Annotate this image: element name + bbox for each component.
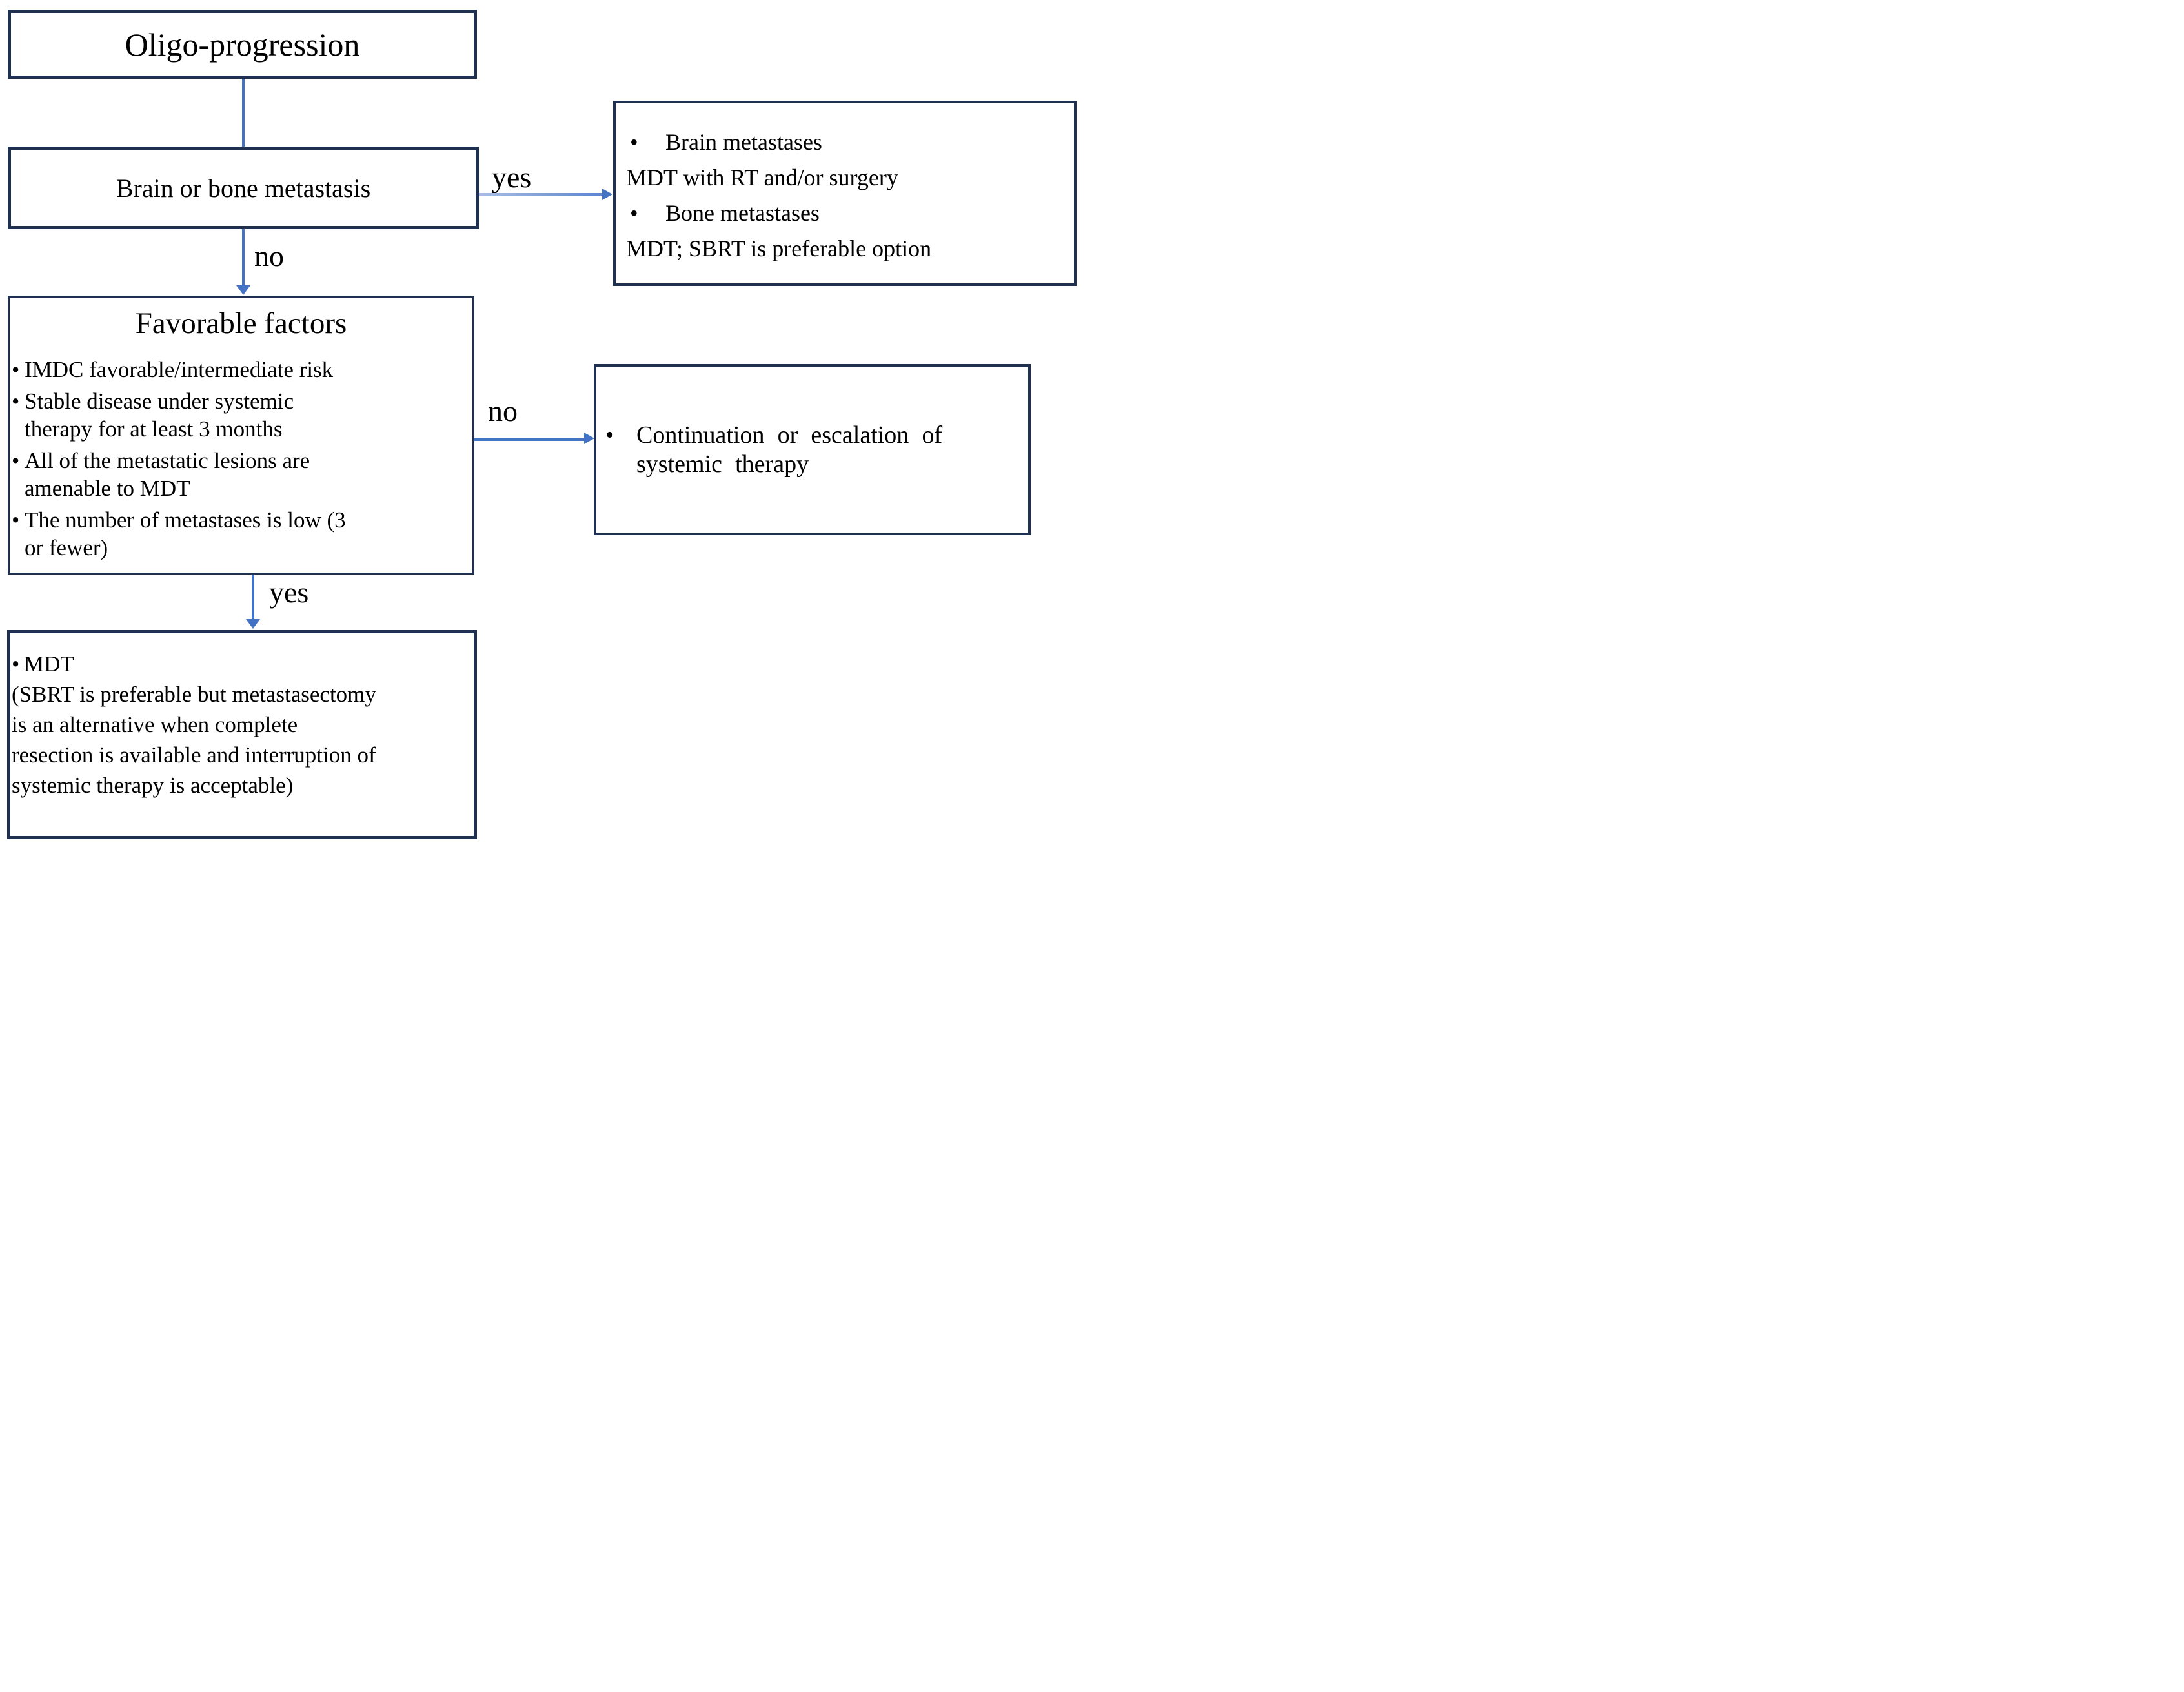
list-item: • MDT — [12, 649, 467, 679]
list-item: • IMDC favorable/intermediate risk — [12, 356, 472, 383]
list-item: • Brain metastases — [616, 125, 1074, 160]
bullet-icon: • — [12, 507, 20, 533]
oligo-progression-box: Oligo-progression — [8, 10, 477, 79]
bullet-icon: • — [12, 448, 20, 473]
bone-mdt-detail: MDT; SBRT is preferable option — [626, 235, 932, 261]
brain-bone-decision-box: Brain or bone metastasis — [8, 147, 479, 229]
systemic-therapy-outcome-box: • Continuation or escalation of systemic… — [594, 364, 1031, 535]
bullet-icon: • — [12, 357, 20, 382]
arrow-line-yes-metastasis — [479, 193, 602, 196]
metastases-mdt-outcome-box: • Brain metastases MDT with RT and/or su… — [613, 101, 1077, 286]
flowchart-canvas: Oligo-progression Brain or bone metastas… — [0, 0, 1092, 846]
no-branch-label-favorable: no — [488, 394, 518, 427]
arrowhead-down-icon — [246, 619, 260, 629]
favorable-factors-list: • IMDC favorable/intermediate risk • Sta… — [10, 356, 472, 562]
bone-metastases-label: Bone metastases — [665, 199, 820, 226]
bullet-icon: • — [12, 389, 20, 414]
lesions-amenable-item: All of the metastatic lesions are amenab… — [25, 448, 310, 501]
arrowhead-right-icon — [602, 189, 612, 200]
mdt-note: (SBRT is preferable but metastasectomy i… — [12, 682, 376, 798]
brain-bone-decision-label: Brain or bone metastasis — [116, 173, 371, 203]
yes-branch-label-metastasis: yes — [492, 161, 532, 194]
brain-mdt-detail: MDT with RT and/or surgery — [626, 164, 898, 190]
oligo-progression-label: Oligo-progression — [125, 26, 360, 63]
bullet-icon: • — [630, 199, 638, 226]
list-item: • Stable disease under systemic therapy … — [12, 387, 472, 443]
imdc-risk-item: IMDC favorable/intermediate risk — [25, 357, 334, 382]
list-item: • All of the metastatic lesions are amen… — [12, 447, 472, 502]
arrowhead-down-icon — [236, 285, 250, 295]
arrowhead-right-icon — [584, 433, 594, 444]
mdt-label: MDT — [24, 651, 74, 677]
favorable-factors-title: Favorable factors — [135, 307, 347, 340]
list-item: • Bone metastases — [616, 196, 1074, 231]
low-number-item: The number of metastases is low (3 or fe… — [25, 507, 346, 560]
bullet-icon: • — [605, 421, 614, 449]
systemic-therapy-label: Continuation or escalation of systemic t… — [636, 421, 943, 478]
no-branch-label-metastasis: no — [254, 240, 284, 272]
bullet-icon: • — [630, 128, 638, 155]
stable-disease-item: Stable disease under systemic therapy fo… — [25, 389, 294, 442]
arrow-line-no-favorable — [474, 438, 584, 441]
bullet-icon: • — [12, 651, 20, 677]
connector-oligo-to-decision — [242, 79, 245, 147]
mdt-outcome-box: • MDT (SBRT is preferable but metastasec… — [7, 630, 477, 839]
brain-metastases-label: Brain metastases — [665, 128, 822, 155]
list-item: • The number of metastases is low (3 or … — [12, 506, 472, 562]
yes-branch-label-favorable: yes — [269, 576, 309, 609]
arrow-line-no-metastasis — [242, 229, 245, 285]
list-item: • Continuation or escalation of systemic… — [596, 421, 1028, 479]
arrow-line-yes-favorable — [252, 575, 254, 619]
favorable-factors-box: Favorable factors • IMDC favorable/inter… — [8, 296, 474, 575]
